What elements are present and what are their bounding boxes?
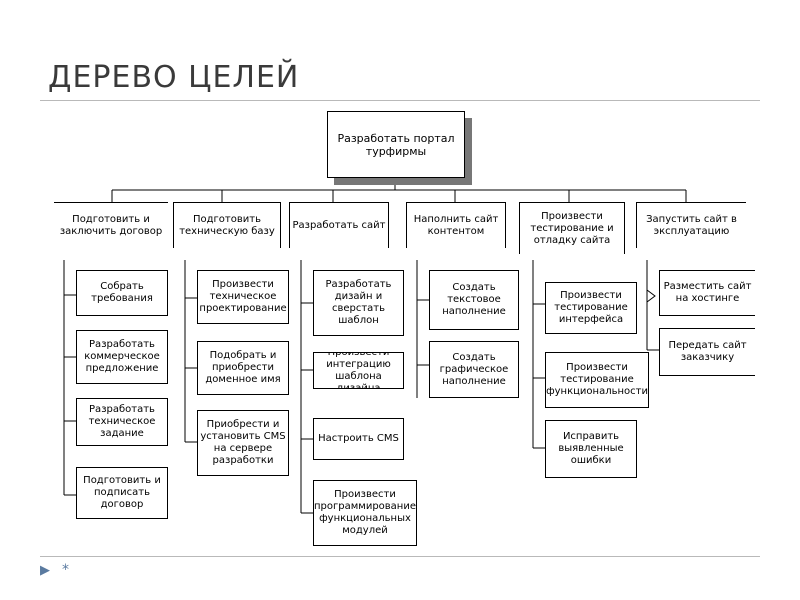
branch-box-2: Подготовить техническую базу	[173, 202, 281, 248]
slide-marker-icon: ▶	[40, 563, 50, 578]
page-title: ДЕРЕВО ЦЕЛЕЙ	[48, 60, 300, 95]
branch-box-1: Подготовить и заключить договор	[54, 202, 168, 248]
goal-box-1-2: Разработать коммерческое предложение	[76, 330, 168, 384]
goal-box-1-4: Подготовить и подписать договор	[76, 467, 168, 519]
goal-box-3-4: Произвести программирование функциональн…	[313, 480, 417, 546]
goal-box-5-1: Произвести тестирование интерфейса	[545, 282, 637, 334]
goal-box-3-1: Разработать дизайн и сверстать шаблон	[313, 270, 404, 336]
goal-box-6-1: Разместить сайт на хостинге	[659, 270, 755, 316]
goal-box-5-3: Исправить выявленные ошибки	[545, 420, 637, 478]
goal-box-3-3: Настроить CMS	[313, 418, 404, 460]
page-number: *	[62, 562, 69, 578]
connector-col6-1	[646, 289, 656, 303]
branch-box-4: Наполнить сайт контентом	[406, 202, 506, 248]
goal-box-5-2: Произвести тестирование функциональности	[545, 352, 649, 408]
branch-box-6: Запустить сайт в эксплуатацию	[636, 202, 746, 248]
goal-box-2-1: Произвести техническое проектирование	[197, 270, 289, 324]
footer-divider	[40, 556, 760, 557]
goal-box-1-1: Собрать требования	[76, 270, 168, 316]
goal-box-6-2: Передать сайт заказчику	[659, 328, 755, 376]
branch-box-3: Разработать сайт	[289, 202, 389, 248]
root-goal-box: Разработать портал турфирмы	[327, 111, 465, 178]
goal-box-4-1: Создать текстовое наполнение	[429, 270, 519, 330]
goal-box-2-2: Подобрать и приобрести доменное имя	[197, 341, 289, 395]
goal-box-2-3: Приобрести и установить CMS на сервере р…	[197, 410, 289, 476]
goal-box-3-2: Произвести интеграцию шаблона дизайна	[313, 352, 404, 389]
title-divider	[40, 100, 760, 101]
branch-box-5: Произвести тестирование и отладку сайта	[519, 202, 625, 254]
goal-box-1-3: Разработать техническое задание	[76, 398, 168, 446]
goal-box-4-2: Создать графическое наполнение	[429, 341, 519, 398]
